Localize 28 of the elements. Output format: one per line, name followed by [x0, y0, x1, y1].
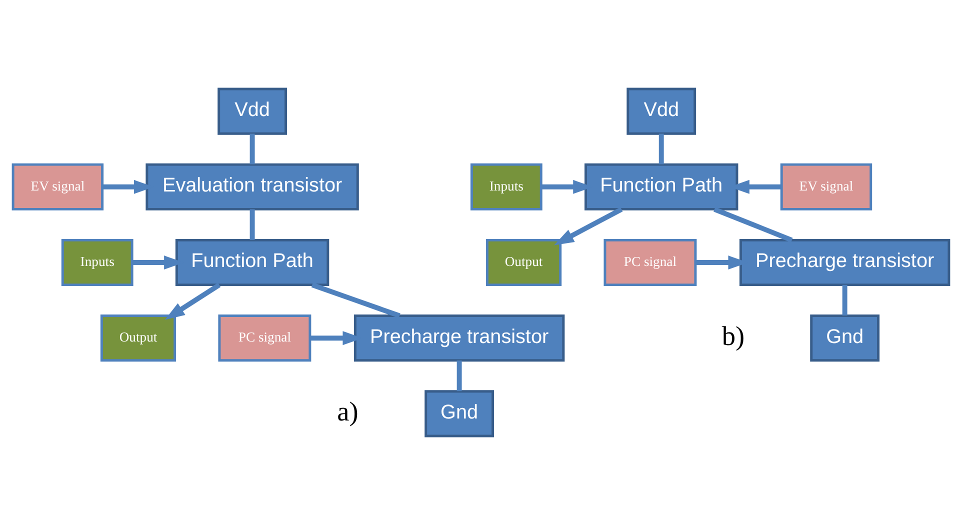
node-box: PC signal	[604, 238, 697, 286]
node-box: Output	[486, 238, 562, 286]
node-box: Inputs	[470, 162, 542, 210]
connector	[250, 208, 255, 240]
connector	[714, 206, 793, 242]
node-box: Output	[100, 314, 176, 362]
connector	[250, 133, 255, 164]
label: a)	[337, 396, 358, 426]
connector	[311, 282, 400, 318]
node-box: Vdd	[626, 87, 696, 134]
node-box: Gnd	[424, 390, 494, 437]
connector	[456, 360, 462, 391]
node-box: Function Path	[584, 162, 738, 210]
node-box: Evaluation transistor	[146, 162, 359, 210]
node-box: PC signal	[218, 314, 312, 362]
arrow	[164, 282, 221, 320]
label: b)	[722, 320, 745, 351]
node-box: Inputs	[61, 238, 134, 286]
node-box: Vdd	[218, 87, 287, 134]
node-box: Gnd	[810, 314, 880, 362]
node-box: EV signal	[12, 162, 104, 210]
node-box: Precharge transistor	[354, 314, 565, 362]
arrow	[554, 206, 623, 245]
node-box: EV signal	[780, 162, 872, 210]
connector	[842, 284, 848, 316]
connector	[658, 133, 664, 164]
node-box: Function Path	[175, 238, 330, 286]
node-box: Precharge transistor	[739, 238, 950, 286]
